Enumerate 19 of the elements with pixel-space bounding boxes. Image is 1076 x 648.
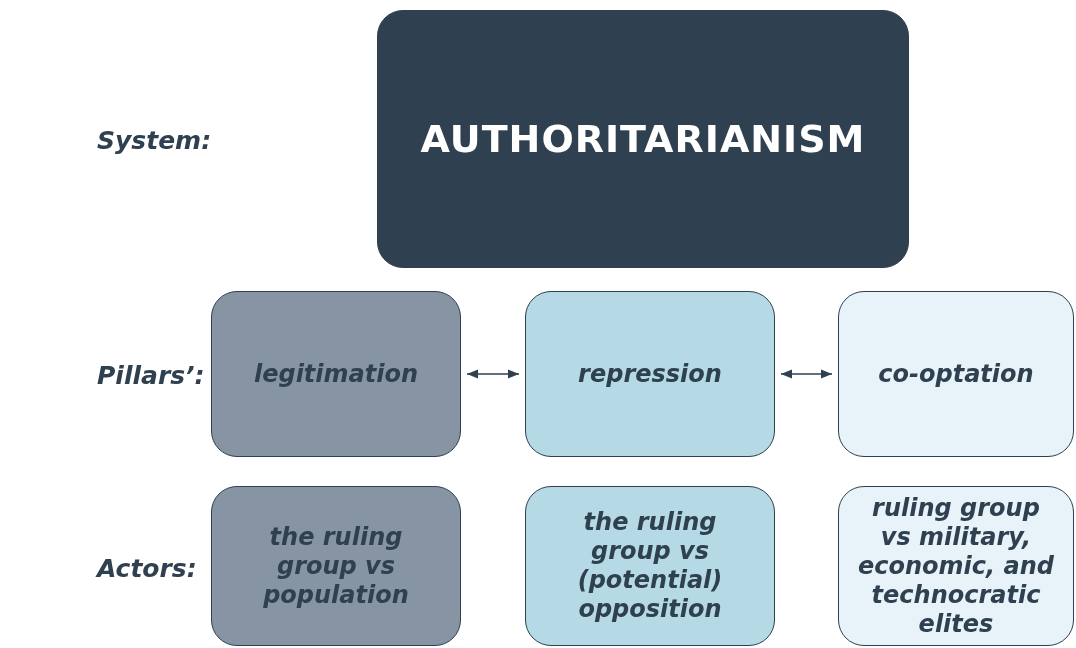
pillar-box [838, 291, 1074, 457]
node-text: repression [577, 359, 723, 389]
node-text: the ruling group vs population [262, 522, 410, 610]
row-label: System: [97, 126, 212, 155]
double-arrow [780, 369, 833, 379]
pillar-box [211, 291, 461, 457]
node-text: legitimation [252, 359, 420, 389]
system-box [377, 10, 909, 268]
row-label: Pillars’: [97, 361, 205, 390]
actor-box [525, 486, 775, 646]
node-text: ruling group vs military, economic, and technocratic elites [857, 493, 1055, 639]
node-text: co-optation [877, 359, 1035, 389]
actor-box [838, 486, 1074, 646]
row-label: Actors: [97, 554, 197, 583]
pillar-box [525, 291, 775, 457]
node-text: AUTHORITARIANISM [419, 124, 867, 154]
double-arrow [466, 369, 520, 379]
node-text: the ruling group vs (potential) opposition [576, 508, 724, 624]
actor-box [211, 486, 461, 646]
